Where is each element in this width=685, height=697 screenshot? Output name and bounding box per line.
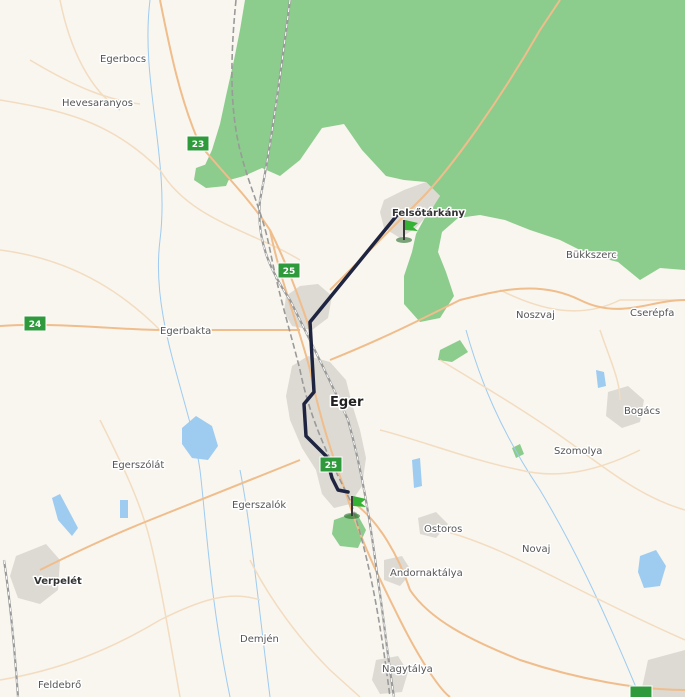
lake xyxy=(638,550,666,588)
flag-icon xyxy=(353,496,366,507)
urban-area-ostoros xyxy=(418,512,448,538)
route-line xyxy=(302,212,400,494)
place-label-szomolya: Szomolya xyxy=(554,446,602,457)
road-shield-corner xyxy=(629,685,653,697)
road-shield: 25 xyxy=(319,456,343,473)
shield-box xyxy=(629,685,653,697)
place-label-novaj: Novaj xyxy=(522,544,550,555)
place-label-egerbocs: Egerbocs xyxy=(100,54,146,65)
road-to-verpelet xyxy=(39,459,301,571)
flag-icon xyxy=(405,220,418,231)
flag-pole xyxy=(403,220,405,240)
flag-pole xyxy=(351,496,353,516)
forest-patch xyxy=(512,444,524,458)
shield-label: 24 xyxy=(29,320,42,330)
shield-box xyxy=(277,262,301,279)
road-shield: 24 xyxy=(23,315,47,332)
shield-label: 25 xyxy=(325,461,338,471)
place-label-verpelet: Verpelét xyxy=(34,575,82,587)
minor-road xyxy=(499,289,685,312)
railways xyxy=(2,0,396,697)
urban-area-corner xyxy=(640,650,685,697)
place-label-egerbakta: Egerbakta xyxy=(160,326,211,337)
stream xyxy=(465,329,641,697)
shield-box xyxy=(319,456,343,473)
minor-road xyxy=(0,249,161,331)
minor-road xyxy=(249,559,361,697)
place-label-egerszolat: Egerszólát xyxy=(112,459,164,471)
place-label-ostoros: Ostoros xyxy=(424,524,462,535)
shield-box xyxy=(23,315,47,332)
place-label-noszvaj: Noszvaj xyxy=(516,310,555,321)
road-shield: 25 xyxy=(277,262,301,279)
place-label-cserepfalu: Cserépfa xyxy=(630,307,674,319)
road-24 xyxy=(0,323,300,332)
lake xyxy=(120,500,128,518)
lake xyxy=(596,370,606,388)
place-label-hevesaranyos: Hevesaranyos xyxy=(62,98,133,109)
minor-road xyxy=(379,429,641,475)
start-marker[interactable] xyxy=(396,220,418,243)
urban-area-verpelet xyxy=(10,544,60,604)
lake xyxy=(412,458,422,488)
place-labels: Egerbocs Hevesaranyos Felsőtárkány Bükks… xyxy=(33,53,676,693)
place-label-nagytalya: Nagytálya xyxy=(382,663,433,675)
forest-patch xyxy=(194,160,232,188)
urban-area-bogacs xyxy=(606,386,644,428)
place-label-feldebro: Feldebrő xyxy=(38,679,81,691)
minor-road xyxy=(599,329,621,401)
minor-road xyxy=(59,0,121,111)
shield-label: 25 xyxy=(283,267,296,277)
end-marker[interactable] xyxy=(344,496,366,519)
railway xyxy=(2,559,20,697)
place-label-demjen: Demjén xyxy=(240,633,279,645)
minor-road xyxy=(439,529,685,641)
forest-patch xyxy=(438,340,468,362)
road-shield: 23 xyxy=(186,135,210,152)
minor-road xyxy=(439,359,685,511)
minor-road xyxy=(99,419,181,697)
place-label-felsotarkany: Felsőtárkány xyxy=(392,207,465,219)
stream xyxy=(239,469,271,697)
road-to-noszvaj xyxy=(329,287,685,361)
minor-road xyxy=(29,59,141,105)
place-label-andornaktalya: Andornaktálya xyxy=(390,567,463,579)
stream xyxy=(147,0,231,697)
place-label-bukkszerc: Bükkszerc xyxy=(566,250,617,261)
forest-patch xyxy=(332,512,366,548)
minor-road xyxy=(0,595,261,681)
place-label-eger: Eger xyxy=(330,395,364,410)
place-label-egerszalok: Egerszalók xyxy=(232,499,286,511)
county-border xyxy=(231,0,391,697)
road-to-andornaktalya xyxy=(349,499,685,691)
minor-road xyxy=(0,99,301,261)
place-label-bogacs: Bogács xyxy=(624,405,660,417)
railway xyxy=(258,0,396,697)
forest-area xyxy=(200,0,685,322)
shield-box xyxy=(186,135,210,152)
streams xyxy=(147,0,641,697)
urban-area-north-eger xyxy=(284,284,332,330)
lake xyxy=(52,494,78,536)
shield-label: 23 xyxy=(192,140,205,150)
